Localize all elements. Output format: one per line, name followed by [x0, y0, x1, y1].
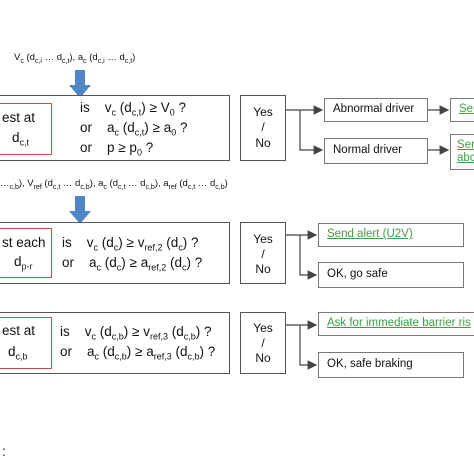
test-label-box-2	[0, 228, 52, 278]
slash-label: /	[261, 247, 265, 261]
condition-1: is vc (dc,t) ≥ V0 ?	[80, 100, 186, 118]
test-label-line2: dc,b	[8, 344, 28, 362]
action-send-2-line1: Sen	[457, 138, 474, 151]
condition-1: is vc (dc) ≥ vref,2 (dc) ?	[62, 235, 199, 253]
outcome-ok-safe-braking: OK, safe braking	[318, 352, 464, 378]
test-label-line2: dp-r	[14, 254, 33, 272]
test-label-line1: est at	[2, 323, 36, 338]
decision-box-1	[240, 95, 286, 161]
test-label-box-3	[0, 317, 52, 369]
condition-1: is vc (dc,b) ≥ vref,3 (dc,b) ?	[60, 324, 212, 342]
down-arrow-icon	[69, 70, 91, 98]
middle-signal-label: …c,b), Vref (dc,t … dc,b), ac (dc,t … dc…	[0, 178, 228, 191]
test-label-box-1	[0, 103, 52, 155]
test-label-line1: est at	[2, 110, 36, 125]
yes-label: Yes	[253, 321, 273, 335]
no-label: No	[255, 351, 271, 365]
action-send-alert-u2v[interactable]: Send alert (U2V)	[318, 223, 464, 247]
outcome-ok-go-safe: OK, go safe	[318, 262, 464, 288]
down-arrow-icon	[69, 196, 91, 224]
decision-box-3	[240, 312, 286, 374]
no-label: No	[255, 136, 271, 150]
footer-colon: :	[2, 444, 6, 459]
slash-label: /	[261, 336, 265, 350]
test-label-line2: dc,t	[12, 130, 30, 148]
no-arrow	[299, 325, 318, 370]
condition-2: or ac (dc,t) ≥ a0 ?	[80, 120, 188, 138]
yes-label: Yes	[253, 105, 273, 119]
action-send-2[interactable]: Sen abc	[450, 134, 474, 170]
action-ask-barrier[interactable]: Ask for immediate barrier ris	[318, 312, 474, 336]
top-signal-label: Vc (dc,i … dc,t), ac (dc,i … dc,t)	[14, 52, 136, 65]
outcome-abnormal-driver: Abnormal driver	[324, 98, 428, 122]
test-label-line1: st each	[2, 235, 46, 250]
no-arrow	[299, 110, 324, 155]
yes-label: Yes	[253, 232, 273, 246]
outcome-normal-driver: Normal driver	[324, 138, 428, 164]
condition-2: or ac (dc,b) ≥ aref,3 (dc,b) ?	[60, 344, 216, 362]
condition-3: or p ≥ p0 ?	[80, 140, 154, 158]
no-label: No	[255, 262, 271, 276]
no-arrow	[299, 235, 318, 280]
action-send-2-line2: abc	[457, 152, 474, 164]
action-send-1[interactable]: Sen	[450, 98, 474, 122]
condition-2: or ac (dc) ≥ aref,2 (dc) ?	[62, 255, 203, 273]
slash-label: /	[261, 120, 265, 134]
decision-box-2	[240, 222, 286, 284]
